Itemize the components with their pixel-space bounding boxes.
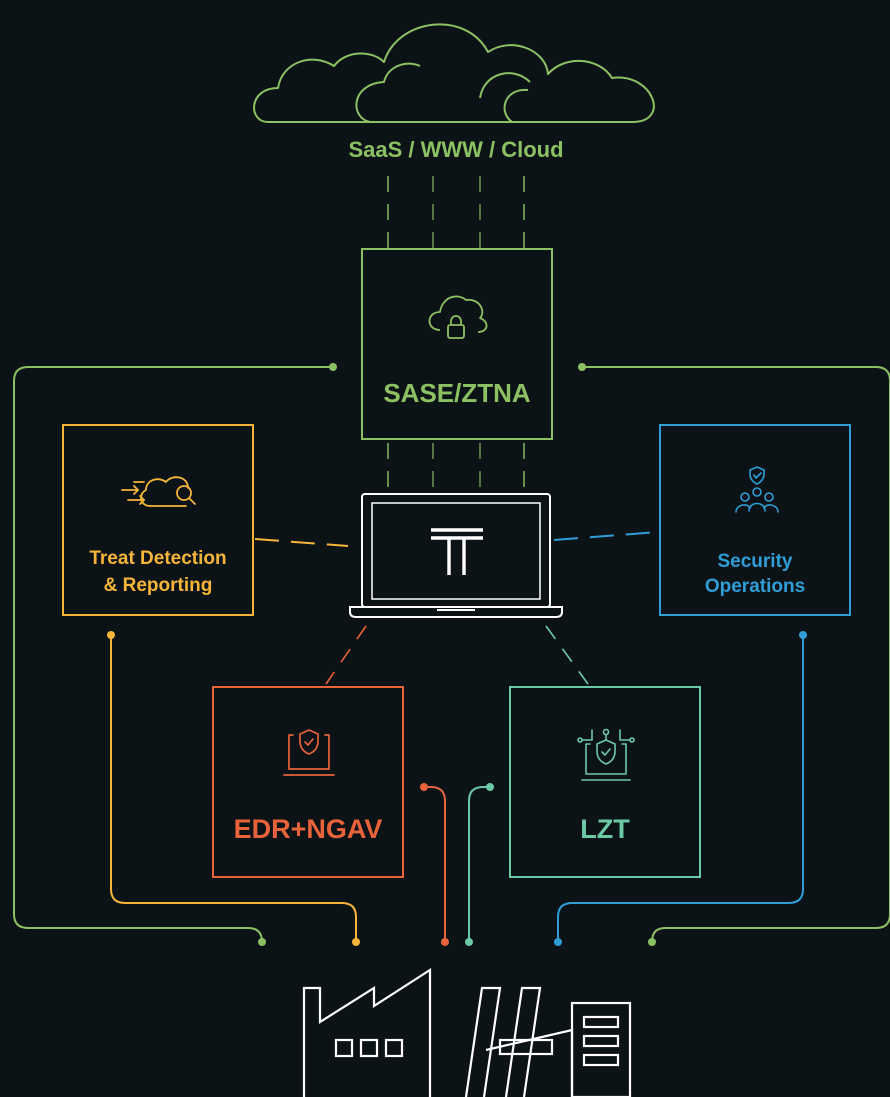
security-operations-node: Security Operations <box>659 424 851 616</box>
edr-ngav-node: EDR+NGAV <box>212 686 404 878</box>
laptop-shield-icon <box>283 729 335 776</box>
cloud-sase-connectors <box>387 176 525 248</box>
sase-ztna-node: SASE/ZTNA <box>361 248 553 440</box>
cloud-label: SaaS / WWW / Cloud <box>348 137 563 162</box>
threat-detection-label-line2: & Reporting <box>104 575 213 596</box>
sase-ztna-label: SASE/ZTNA <box>383 378 531 408</box>
team-shield-icon <box>735 466 779 513</box>
brand-logo-icon <box>431 528 483 575</box>
outer-connectors <box>13 366 890 943</box>
sase-laptop-connectors <box>387 443 525 492</box>
cloud-icon <box>253 23 655 123</box>
factory-building-icon <box>302 967 632 1097</box>
edr-ngav-label: EDR+NGAV <box>234 814 383 844</box>
cloud-search-icon <box>121 476 196 507</box>
threat-detection-label-line1: Treat Detection <box>89 548 226 569</box>
lzt-label: LZT <box>580 814 630 844</box>
connector-endpoints <box>107 363 807 946</box>
security-operations-label-line2: Operations <box>705 576 805 597</box>
cloud-lock-icon <box>428 295 488 339</box>
laptop-network-shield-icon <box>577 728 635 781</box>
lower-connectors <box>325 625 589 685</box>
threat-detection-node: Treat Detection & Reporting <box>62 424 254 616</box>
lzt-node: LZT <box>509 686 701 878</box>
laptop-logo-icon <box>349 493 563 618</box>
side-connectors <box>254 531 659 547</box>
security-operations-label-line1: Security <box>718 551 793 572</box>
